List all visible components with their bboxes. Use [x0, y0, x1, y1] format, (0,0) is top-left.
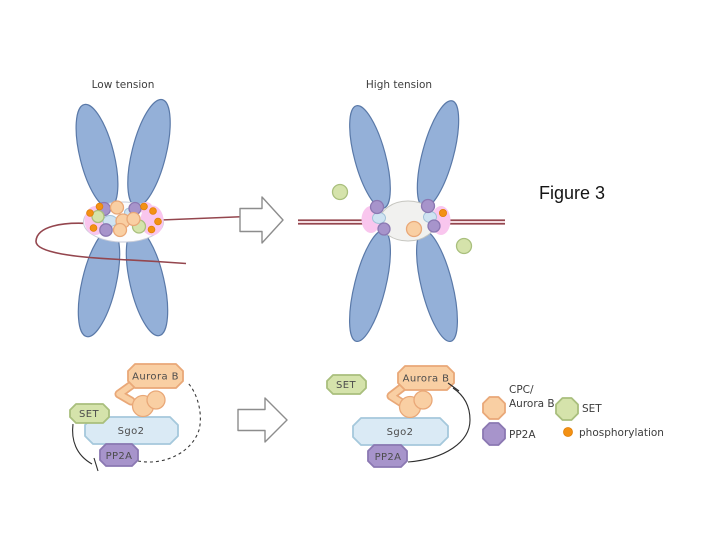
- phosphorylation-mark: [86, 209, 94, 217]
- set-label: SET: [79, 409, 99, 420]
- legend: CPC/ Aurora B SET PP2A phosphorylation: [482, 384, 664, 446]
- pp2a-aurora-inhibition-dashed: [137, 382, 201, 463]
- high-tension-chromosome: [348, 100, 460, 343]
- phosphorylation-mark: [95, 202, 104, 211]
- high-tension-centromere: [361, 198, 451, 242]
- phosphorylation-mark: [89, 224, 98, 232]
- low-tension-microtubules: [35, 215, 248, 265]
- transition-arrow-bottom: [237, 397, 288, 443]
- pp2a-label: PP2A: [375, 452, 402, 463]
- legend-pp2a-label: PP2A: [509, 429, 536, 441]
- phosphorylation-mark: [147, 225, 156, 234]
- phosphorylation-mark: [154, 217, 162, 226]
- figure-label: Figure 3: [539, 183, 605, 203]
- chromatid-arm: [416, 100, 460, 208]
- pp2a-molecule: [99, 223, 113, 237]
- chromatid-arm: [349, 105, 391, 209]
- released-set-molecule: [331, 183, 349, 201]
- legend-cpc-label-line2: Aurora B: [509, 398, 555, 410]
- high-tension-title: High tension: [366, 79, 432, 91]
- high-tension-panel: High tension: [298, 79, 505, 343]
- sgo2-shape: [352, 417, 449, 446]
- pp2a-molecule: [377, 222, 391, 236]
- aurora-b-shape: [127, 363, 184, 389]
- legend-phosphorylation-swatch: [563, 427, 573, 437]
- legend-pp2a-swatch: [482, 422, 506, 446]
- cpc-molecule: [405, 220, 423, 238]
- low-tension-title: Low tension: [92, 79, 155, 91]
- low-tension-chromosome: [75, 98, 171, 338]
- chromatid-arm: [75, 103, 119, 209]
- sgo2-shape: [84, 416, 179, 445]
- inhibition-t-bar: [93, 457, 99, 472]
- chromatid-arm: [127, 98, 171, 208]
- legend-set-swatch: [555, 397, 579, 421]
- chromatid-arm: [348, 229, 392, 343]
- legend-cpc-swatch: [482, 396, 506, 420]
- phosphorylation-mark: [149, 207, 157, 215]
- pp2a-molecule: [427, 219, 441, 233]
- set-label: SET: [336, 380, 356, 391]
- legend-phosphorylation-label: phosphorylation: [579, 427, 664, 439]
- phosphorylation-mark: [140, 202, 148, 211]
- sgo2-label: Sgo2: [118, 426, 145, 437]
- pp2a-aurora-inhibition-arc: [407, 387, 471, 463]
- cpc-molecule: [112, 222, 128, 238]
- cpc-subunit: [146, 390, 166, 410]
- cpc-arm-connector: [388, 383, 407, 406]
- low-tension-panel: Low tension: [35, 79, 248, 338]
- pp2a-shape: [367, 444, 408, 468]
- chromatid-arm: [77, 228, 121, 338]
- set-shape: [326, 374, 367, 395]
- pp2a-shape: [99, 443, 139, 467]
- inhibition-t-bar: [447, 382, 460, 392]
- aurora-b-label: Aurora B: [403, 374, 450, 385]
- aurora-b-shape: [397, 365, 455, 391]
- set-pp2a-inhibition-arc: [72, 423, 93, 465]
- cpc-subunit: [413, 390, 433, 410]
- low-tension-centromere: [83, 200, 164, 243]
- released-set-molecule: [455, 237, 473, 255]
- phosphorylation-mark: [438, 208, 447, 217]
- transition-arrow-top: [239, 196, 284, 244]
- set-molecule: [91, 209, 105, 224]
- pp2a-molecule: [369, 199, 385, 215]
- pathway-high-tension: SET Aurora B Sgo2 PP2A: [326, 365, 471, 468]
- sgo2-label: Sgo2: [387, 427, 414, 438]
- pp2a-molecule: [420, 198, 436, 214]
- set-shape: [69, 403, 110, 424]
- cpc-molecule: [126, 211, 141, 227]
- pathway-low-tension: Aurora B SET Sgo2 PP2A: [69, 363, 201, 472]
- microtubule-loop: [35, 222, 187, 265]
- cpc-arm-connector: [116, 381, 136, 404]
- pp2a-label: PP2A: [106, 451, 133, 462]
- cpc-molecule: [109, 200, 125, 215]
- microtubule-line: [160, 215, 248, 221]
- legend-cpc-label-line1: CPC/: [509, 384, 534, 396]
- legend-set-label: SET: [582, 403, 602, 415]
- aurora-b-label: Aurora B: [132, 372, 179, 383]
- inner-blob: [372, 212, 386, 224]
